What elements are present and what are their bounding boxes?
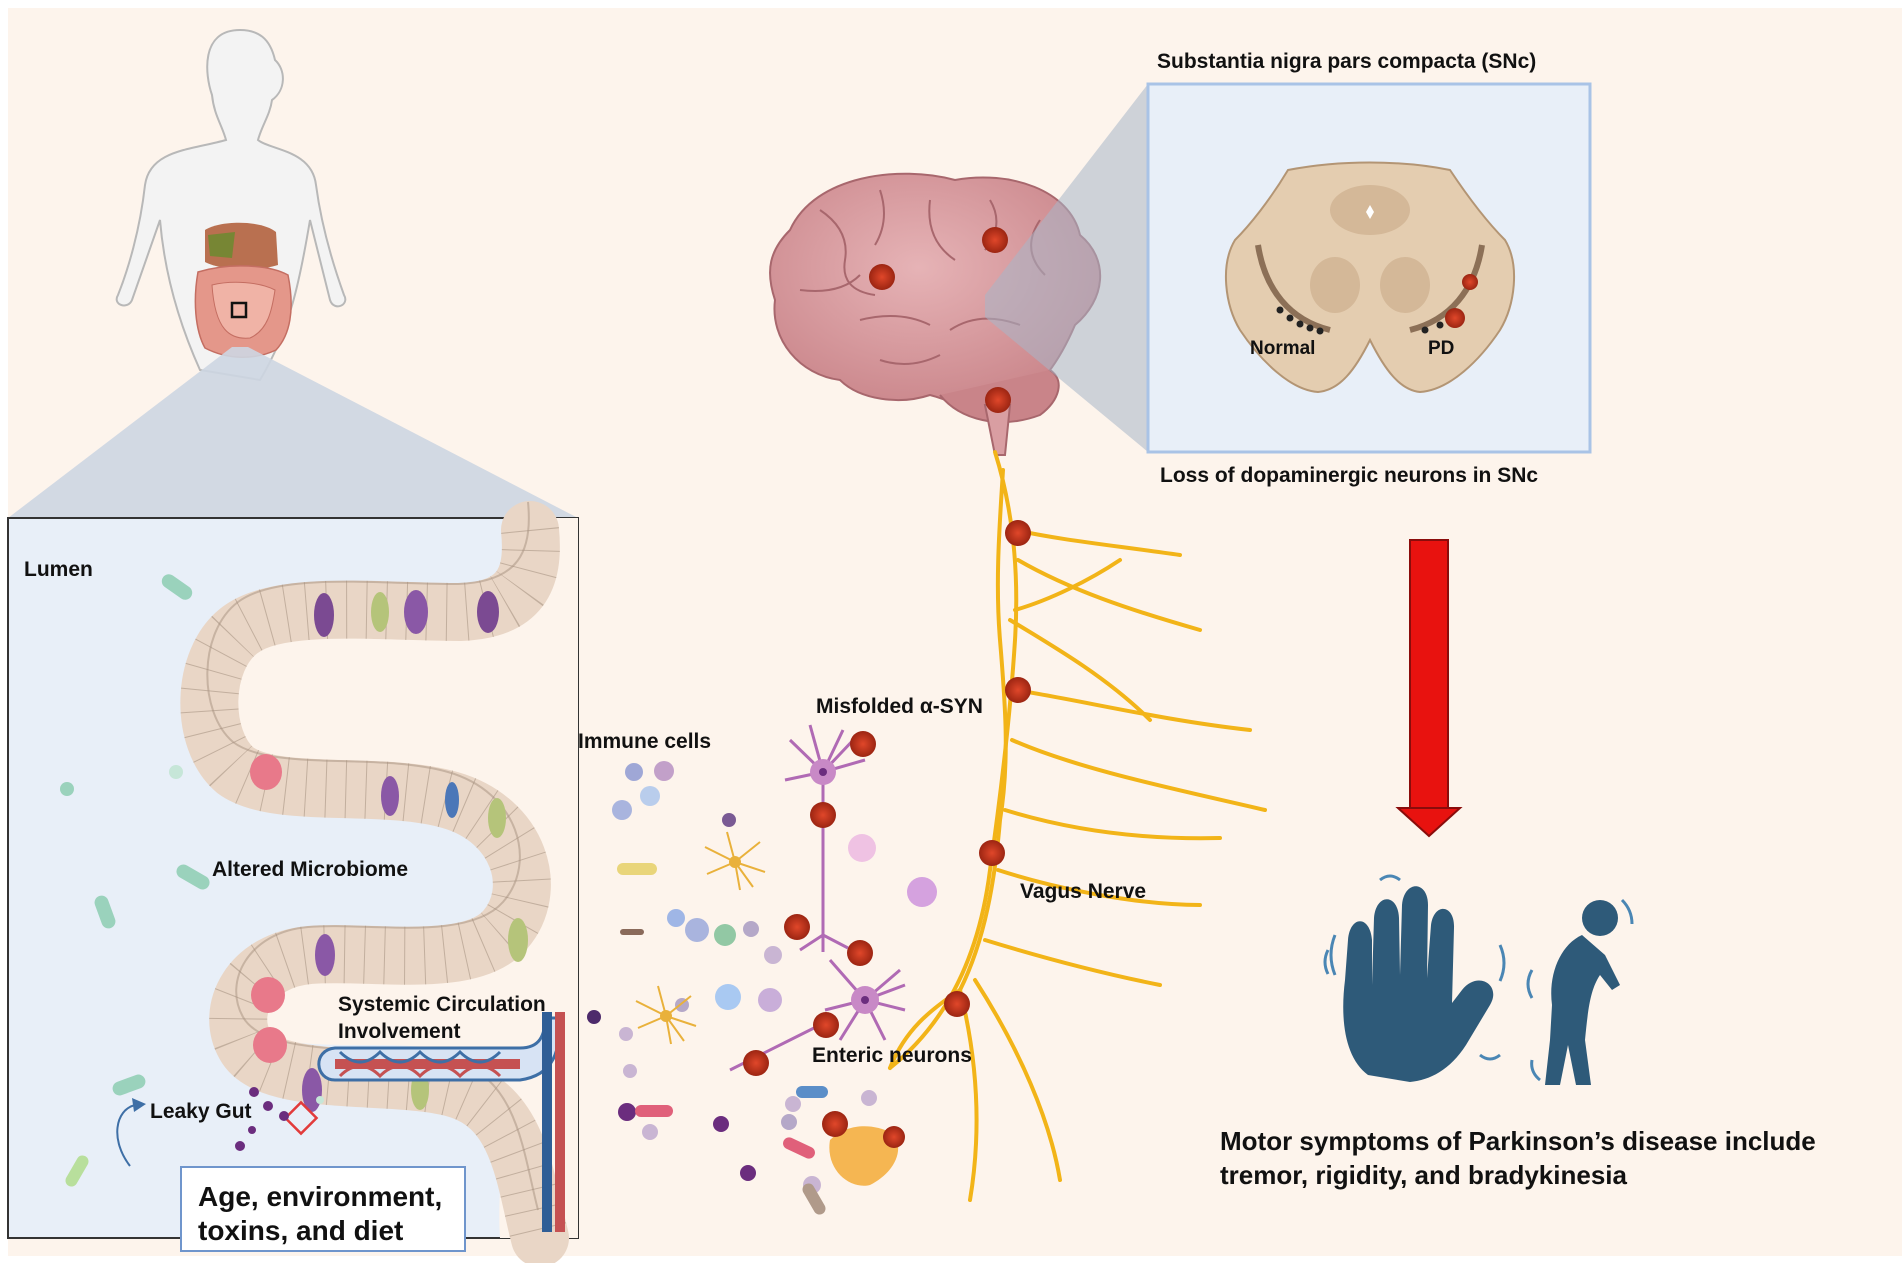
bacteria-icon (60, 574, 324, 1187)
snc-title: Substantia nigra pars compacta (SNc) (1157, 50, 1537, 73)
motor-symptoms-line-1: Motor symptoms of Parkinson’s disease in… (1220, 1126, 1816, 1156)
tremor-hand-icon (1323, 874, 1506, 1082)
motor-symptoms-line-2: tremor, rigidity, and bradykinesia (1220, 1160, 1627, 1190)
altered-microbiome-label: Altered Microbiome (212, 858, 409, 881)
blood-vessel-icon (317, 1012, 565, 1232)
astrocyte-icon (635, 831, 766, 1045)
midbrain-section-icon (1224, 161, 1516, 394)
involvement-label: Involvement (338, 1020, 461, 1043)
vagus-nerve-label: Vagus Nerve (1020, 880, 1147, 903)
zoom-cone (8, 347, 578, 518)
lumen-label: Lumen (24, 558, 93, 581)
leaky-gut-marker (116, 1087, 319, 1167)
zoom-marker (230, 301, 248, 319)
pd-label: PD (1428, 338, 1455, 359)
enteric-neurons-label: Enteric neurons (812, 1044, 972, 1067)
downward-arrow (1395, 539, 1463, 838)
stooped-person-icon (1526, 898, 1634, 1085)
alpha-syn-aggregate-icon (743, 227, 1031, 1148)
systemic-circulation-label: Systemic Circulation (338, 993, 546, 1016)
risk-factors-box: Age, environment, toxins, and diet (180, 1166, 466, 1252)
snc-zoom-cone (985, 84, 1148, 452)
immune-cells-label: Immune cells (578, 730, 712, 753)
normal-label: Normal (1250, 338, 1316, 359)
loss-caption: Loss of dopaminergic neurons in SNc (1160, 464, 1539, 487)
immune-cell-icon (587, 761, 937, 1215)
leaky-gut-label: Leaky Gut (150, 1100, 252, 1123)
human-body-icon (115, 28, 347, 382)
misfolded-syn-label: Misfolded α-SYN (816, 695, 983, 718)
